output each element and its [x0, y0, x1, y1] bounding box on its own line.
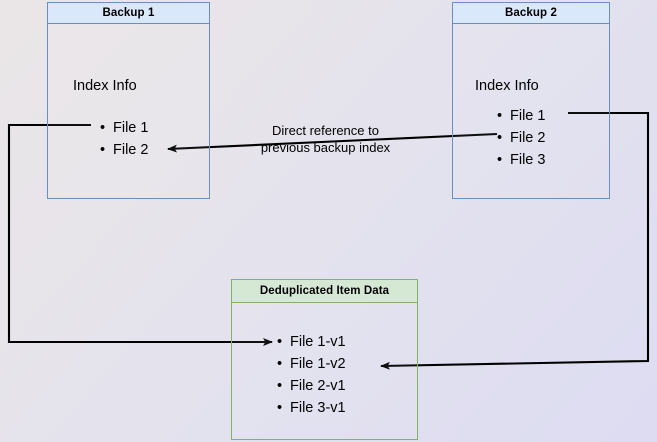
backup1-box[interactable]: Backup 1 Index Info File 1 File 2: [47, 2, 210, 199]
list-item: File 3: [497, 149, 545, 171]
list-item: File 2: [100, 139, 148, 161]
list-item: File 1-v1: [277, 331, 346, 353]
list-item: File 1-v2: [277, 353, 346, 375]
dedup-body: File 1-v1 File 1-v2 File 2-v1 File 3-v1: [232, 303, 417, 439]
list-item: File 2: [497, 127, 545, 149]
backup1-index-label: Index Info: [73, 78, 137, 94]
backup1-body: Index Info File 1 File 2: [48, 24, 209, 198]
list-item: File 1: [100, 117, 148, 139]
backup2-body: Index Info File 1 File 2 File 3: [453, 24, 609, 198]
backup1-title: Backup 1: [48, 3, 209, 24]
backup2-index-label: Index Info: [475, 78, 539, 94]
list-item: File 2-v1: [277, 375, 346, 397]
list-item: File 1: [497, 105, 545, 127]
list-item: File 3-v1: [277, 397, 346, 419]
backup2-title: Backup 2: [453, 3, 609, 24]
direct-reference-label: Direct reference to previous backup inde…: [260, 123, 391, 155]
backup1-file-list: File 1 File 2: [100, 117, 148, 161]
backup2-file-list: File 1 File 2 File 3: [497, 105, 545, 171]
dedup-title: Deduplicated Item Data: [232, 280, 417, 303]
dedup-file-list: File 1-v1 File 1-v2 File 2-v1 File 3-v1: [277, 331, 346, 419]
backup2-box[interactable]: Backup 2 Index Info File 1 File 2 File 3: [452, 2, 610, 199]
dedup-box[interactable]: Deduplicated Item Data File 1-v1 File 1-…: [231, 279, 418, 440]
